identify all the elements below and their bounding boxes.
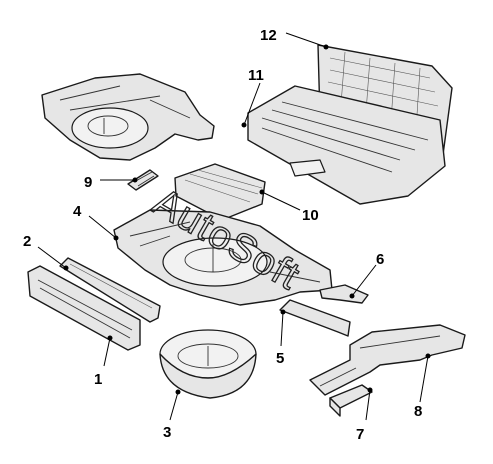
callout-5: 5 xyxy=(276,350,284,367)
callout-7: 7 xyxy=(356,426,364,443)
callout-8: 8 xyxy=(414,403,422,420)
side-member xyxy=(309,324,466,396)
leader-lines xyxy=(37,32,431,421)
floor-rail xyxy=(279,299,351,337)
upper-trunk-floor-panel xyxy=(41,73,215,161)
main-trunk-floor-pan xyxy=(113,209,333,306)
callout-2: 2 xyxy=(23,233,31,250)
small-bracket xyxy=(127,169,159,191)
small-block xyxy=(329,384,373,417)
spare-wheel-tub xyxy=(159,329,257,399)
callout-6: 6 xyxy=(376,251,384,268)
callout-11: 11 xyxy=(248,67,264,84)
upper-trim-strip xyxy=(59,257,161,323)
callout-12: 12 xyxy=(260,27,277,44)
rear-trim-panel xyxy=(27,265,141,351)
callout-1: 1 xyxy=(94,371,102,388)
callout-3: 3 xyxy=(163,424,171,441)
storage-box xyxy=(174,163,266,221)
cargo-floor-panel xyxy=(247,85,446,205)
callout-9: 9 xyxy=(84,174,92,191)
callout-4: 4 xyxy=(73,203,82,220)
callout-10: 10 xyxy=(302,207,319,224)
side-rail-strip xyxy=(319,284,369,304)
